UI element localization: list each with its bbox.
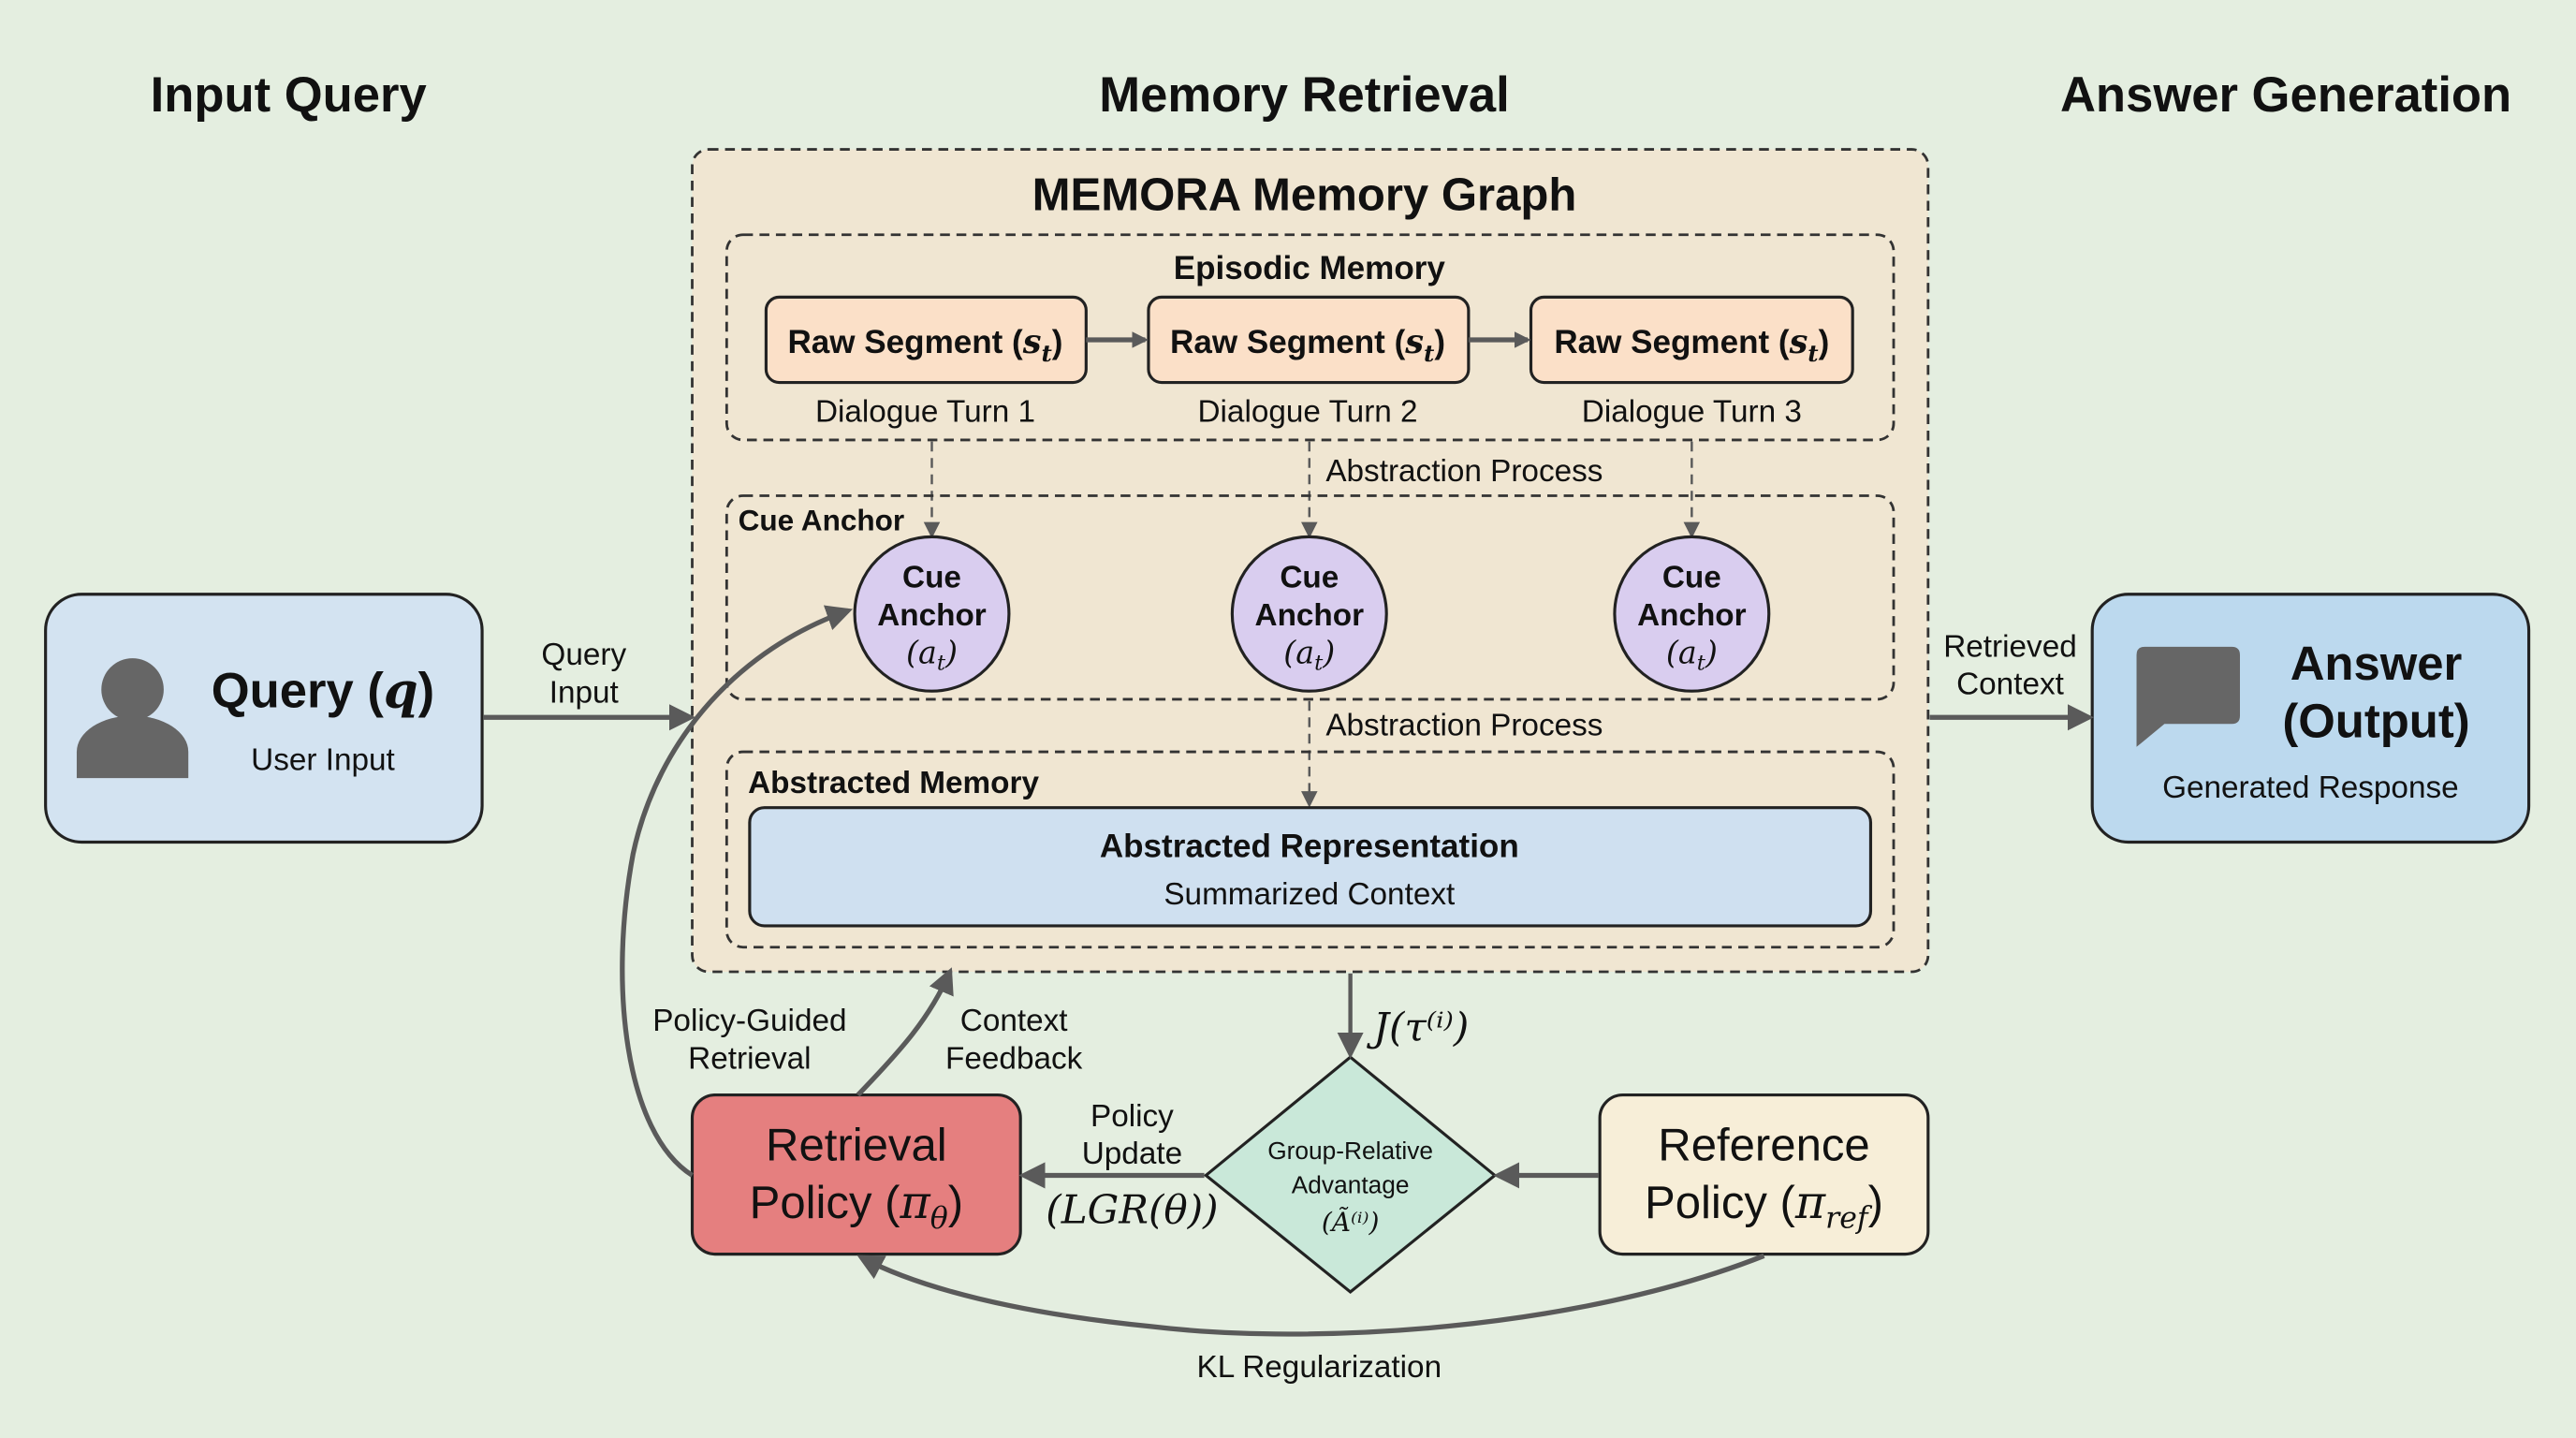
paren: ) [1434,324,1445,360]
anchor-line2: Anchor [1255,598,1365,633]
abstraction-process-label-1: Abstraction Process [1325,454,1603,489]
math-s: s [1022,323,1042,361]
policy-guided-retrieval-arrow [620,605,854,1178]
math-s: s [1404,323,1424,361]
speech-bubble-icon [2136,646,2240,747]
user-icon [76,658,189,779]
answer-title-line1: Answer [2291,637,2463,690]
rep-title: Abstracted Representation [1100,828,1519,864]
paren: ) [1052,324,1063,360]
anchor-line2: Anchor [877,598,987,633]
raw-segment-3[interactable]: Raw Segment (st) [1529,295,1854,385]
query-subtitle: User Input [251,742,395,777]
retrieval-policy-line2: Policy (πθ) [750,1175,964,1236]
dialogue-turn-3-caption: Dialogue Turn 3 [1582,395,1802,430]
svg-text:Raw Segment (st): Raw Segment (st) [1170,323,1445,367]
reference-policy-line2: Policy (πref) [1645,1175,1883,1236]
query-box[interactable]: Query (q) User Input [44,593,484,844]
context-feedback-label-1: Context [960,1004,1068,1038]
column-header-input: Input Query [151,67,427,123]
policy-update-label-1: Policy [1090,1099,1174,1134]
paren: ) [1819,324,1830,360]
retrieved-context-label-1: Retrieved [1943,629,2077,664]
reference-policy-line1: Reference [1658,1121,1869,1171]
retrieval-policy-line1: Retrieval [766,1121,947,1171]
objective-label: J(τ⁽ⁱ⁾) [1366,1005,1469,1050]
raw-segment-1[interactable]: Raw Segment (st) [764,295,1088,385]
retrieval-policy-box[interactable]: Retrieval Policy (πθ) [690,1093,1022,1256]
anchor-math: (at) [1283,634,1335,675]
raw-segment-label: Raw Segment ( [1170,324,1406,360]
policy-guided-label-1: Policy-Guided [652,1004,846,1038]
cue-anchor-3[interactable]: Cue Anchor (at) [1613,535,1771,693]
answer-subtitle: Generated Response [2162,770,2459,805]
anchor-line2: Anchor [1637,598,1747,633]
context-feedback-label-2: Feedback [945,1041,1083,1076]
policy-guided-label-2: Retrieval [688,1041,811,1076]
abstracted-memory-title: Abstracted Memory [748,766,1039,800]
column-header-answer: Answer Generation [2060,67,2511,123]
math-sub: t [1424,340,1435,367]
dialogue-turn-2-caption: Dialogue Turn 2 [1198,395,1418,430]
anchor-line1: Cue [902,561,961,595]
anchor-line1: Cue [1280,561,1339,595]
svg-text:Raw Segment (st): Raw Segment (st) [788,323,1063,367]
column-header-memory: Memory Retrieval [1099,67,1509,123]
math-sub: t [1041,340,1052,367]
anchor-math: (at) [906,634,958,675]
group-relative-advantage-diamond[interactable]: Group-Relative Advantage (Ã⁽ⁱ⁾) [1203,1055,1498,1294]
raw-segment-2[interactable]: Raw Segment (st) [1147,295,1471,385]
abstraction-process-label-2: Abstraction Process [1325,709,1603,743]
graph-title: MEMORA Memory Graph [1032,169,1577,220]
answer-box[interactable]: Answer (Output) Generated Response [2090,593,2531,844]
svg-text:Raw Segment (st): Raw Segment (st) [1554,323,1829,367]
kl-regularization-arrow [856,1253,1765,1337]
rep-subtitle: Summarized Context [1164,877,1455,912]
kl-regularization-label: KL Regularization [1197,1350,1442,1385]
loss-label: (LGR(θ)) [1046,1186,1218,1232]
anchor-line1: Cue [1662,561,1721,595]
retrieved-context-label-2: Context [1956,668,2064,702]
dialogue-turn-1-caption: Dialogue Turn 1 [815,395,1035,430]
advantage-line2: Advantage [1292,1171,1410,1199]
math-s: s [1789,323,1808,361]
cue-anchor-2[interactable]: Cue Anchor (at) [1230,535,1388,693]
cue-anchor-region [724,494,1895,701]
query-title: Query (q) [212,663,434,720]
answer-title-line2: (Output) [2282,694,2469,747]
abstracted-representation[interactable]: Abstracted Representation Summarized Con… [748,806,1873,928]
raw-segment-label: Raw Segment ( [788,324,1024,360]
memora-memory-graph: MEMORA Memory Graph Episodic Memory Raw … [691,148,1930,974]
advantage-math: (Ã⁽ⁱ⁾) [1322,1207,1380,1238]
episodic-memory-region [724,233,1895,442]
cue-anchor-title: Cue Anchor [739,503,905,536]
query-input-label-1: Query [541,638,626,672]
context-feedback-arrow [856,967,954,1097]
math-sub: t [1808,340,1819,367]
policy-update-label-2: Update [1082,1137,1182,1171]
reference-policy-box[interactable]: Reference Policy (πref) [1598,1093,1930,1256]
query-input-label-2: Input [549,675,619,710]
abstracted-memory-region [724,750,1895,949]
anchor-math: (at) [1666,634,1718,675]
raw-segment-label: Raw Segment ( [1554,324,1790,360]
advantage-line1: Group-Relative [1267,1137,1433,1165]
episodic-memory-title: Episodic Memory [1174,250,1446,286]
cue-anchor-1[interactable]: Cue Anchor (at) [853,535,1011,693]
